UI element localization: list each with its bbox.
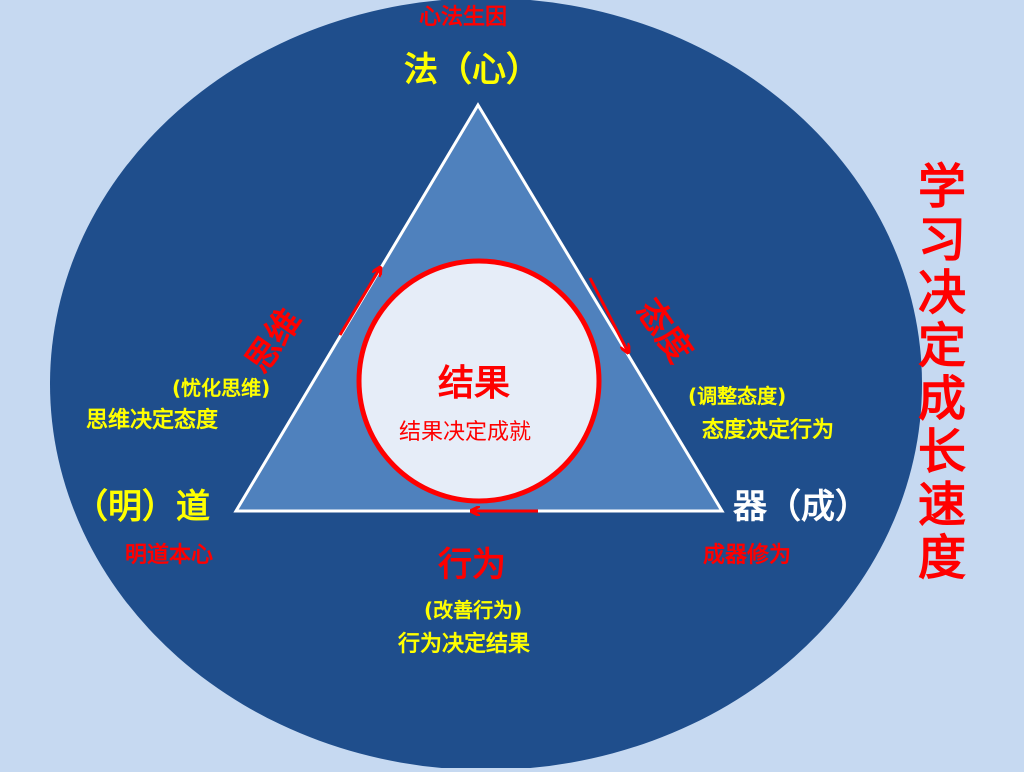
side-desc-attitude: 态度决定行为 xyxy=(702,418,835,443)
center-subtitle: 结果决定成就 xyxy=(399,420,532,445)
side-paren-attitude: (调整态度) xyxy=(688,384,787,408)
left-vertex-subtitle: 明道本心 xyxy=(125,543,214,568)
side-paren-behavior: (改善行为) xyxy=(424,598,523,622)
vertical-title-text: 学 习 决 定 成 长 速 度 xyxy=(917,159,966,586)
side-paren-thinking: (忧化思维) xyxy=(172,376,271,400)
right-vertex-title: 器（成） xyxy=(733,487,869,527)
side-desc-behavior: 行为决定结果 xyxy=(398,632,531,657)
center-title: 结果 xyxy=(438,363,511,404)
side-desc-thinking: 思维决定态度 xyxy=(86,408,219,433)
top-vertex-subtitle: 心法生因 xyxy=(419,5,508,30)
arrow-attitude xyxy=(588,277,628,352)
side-label-behavior: 行为 xyxy=(438,545,506,585)
center-circle xyxy=(356,258,602,504)
right-vertex-subtitle: 成器修为 xyxy=(703,543,792,568)
vertical-title: 学 习 决 定 成 长 速 度 xyxy=(912,108,972,585)
arrow-thinking xyxy=(338,268,380,336)
left-vertex-title: （明）道 xyxy=(74,487,210,527)
top-vertex-title: 法（心） xyxy=(404,50,540,90)
